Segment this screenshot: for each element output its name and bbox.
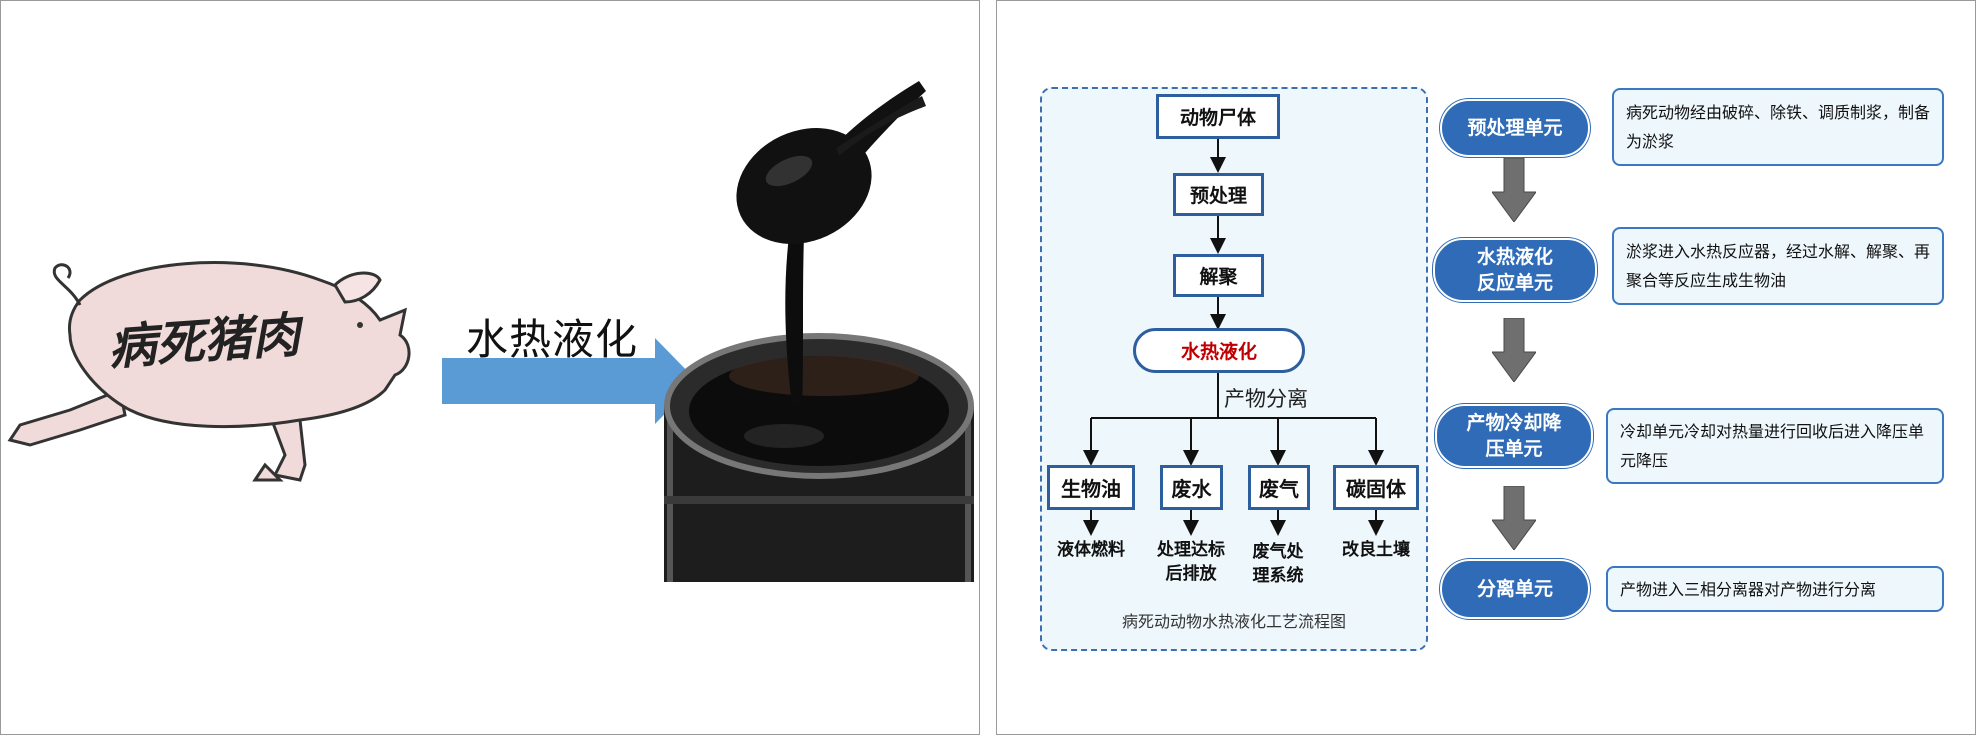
pig-ear [333,271,382,304]
pig-rear-foot [252,462,284,482]
down-arrow-2 [1492,318,1536,382]
pig-illustration: 病死猪肉 [7,261,411,482]
node-carbon-solid: 碳固体 [1333,465,1419,510]
node-depolymerization: 解聚 [1173,254,1264,297]
bio-oil-jar-illustration [664,81,974,582]
pig-body [68,261,411,429]
unit-cooling-depressurization: 产物冷却降 压单元 [1435,404,1593,468]
down-arrow-3 [1492,486,1536,550]
separation-label: 产物分离 [1224,387,1308,411]
pig-front-leg [7,387,127,447]
unit-pretreatment: 预处理单元 [1440,99,1590,157]
pig-eye [357,322,363,328]
arrow-label: 水热液化 [466,315,639,364]
node-hydrothermal-liquefaction: 水热液化 [1133,328,1305,373]
node-wastewater: 废水 [1160,465,1223,510]
output-discharge: 处理达标 后排放 [1157,540,1225,584]
down-arrow-1 [1492,158,1536,222]
unit-separation: 分离单元 [1440,559,1590,619]
node-pretreatment: 预处理 [1173,173,1264,216]
flowchart-caption: 病死动动物水热液化工艺流程图 [1121,612,1346,631]
unit-pretreatment-desc: 病死动物经由破碎、除铁、调质制浆，制备为淤浆 [1612,88,1944,166]
node-carcass: 动物尸体 [1156,94,1280,139]
output-liquid-fuel: 液体燃料 [1057,540,1125,560]
pig-text: 病死猪肉 [106,307,306,377]
output-gas-system: 废气处 理系统 [1252,542,1304,586]
unit-separation-desc: 产物进入三相分离器对产物进行分离 [1606,566,1944,612]
output-soil-improvement: 改良土壤 [1342,540,1410,560]
unit-hydrothermal-reaction: 水热液化 反应单元 [1433,238,1597,302]
node-bio-oil: 生物油 [1047,465,1135,510]
unit-hydrothermal-reaction-desc: 淤浆进入水热反应器，经过水解、解聚、再聚合等反应生成生物油 [1612,227,1944,305]
node-waste-gas: 废气 [1248,465,1310,510]
pig-tail [52,263,82,306]
big-process-arrow [442,338,697,424]
unit-cooling-depressurization-desc: 冷却单元冷却对热量进行回收后进入降压单元降压 [1606,408,1944,484]
